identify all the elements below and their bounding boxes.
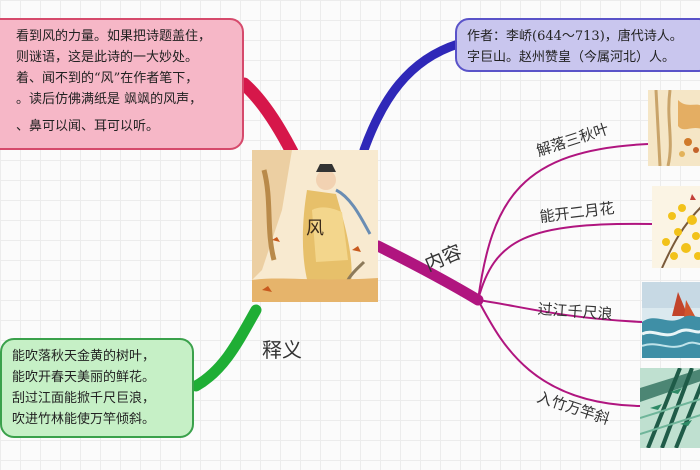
- appreciation-line-5: 、鼻可以闻、耳可以听。: [16, 119, 160, 134]
- content-branch-4: [477, 299, 641, 407]
- poet-painting-icon: [252, 150, 378, 302]
- meaning-line-1: 能吹落秋天金黄的树叶，: [12, 349, 156, 364]
- appreciation-line-3: 着、闻不到的“风”在作者笔下，: [16, 71, 199, 86]
- autumn-leaves-image: [648, 90, 700, 166]
- central-poet-image: [252, 150, 378, 302]
- author-line-2: 字巨山。赵州赞皇（今属河北）人。: [467, 50, 676, 65]
- bamboo-forest-image: [640, 368, 700, 448]
- author-line-1: 作者：李峤(644～713)，唐代诗人。: [467, 29, 683, 44]
- author-box: 作者：李峤(644～713)，唐代诗人。 字巨山。赵州赞皇（今属河北）人。: [455, 18, 700, 72]
- meaning-box: 能吹落秋天金黄的树叶， 能吹开春天美丽的鲜花。 刮过江面能掀千尺巨浪， 吹进竹林…: [0, 338, 194, 438]
- central-title: 风: [306, 218, 324, 239]
- content-branch: [372, 240, 484, 306]
- meaning-line-3: 刮过江面能掀千尺巨浪，: [12, 391, 156, 406]
- appreciation-line-1: 看到风的力量。如果把诗题盖住，: [16, 29, 212, 44]
- autumn-leaves-icon: [648, 90, 700, 166]
- river-waves-icon: [642, 282, 700, 358]
- appreciation-line-2: 则谜语，这是此诗的一大妙处。: [16, 50, 199, 65]
- bamboo-forest-icon: [640, 368, 700, 448]
- meaning-branch-label: 释义: [262, 338, 302, 362]
- meaning-branch: [190, 304, 262, 392]
- spring-flowers-image: [652, 186, 700, 268]
- content-branch-2: [477, 222, 653, 301]
- appreciation-line-4: 。读后仿佛满纸是 飒飒的风声，: [16, 92, 203, 107]
- spring-flowers-icon: [652, 186, 700, 268]
- river-waves-image: [642, 282, 700, 358]
- author-branch: [359, 39, 463, 155]
- appreciation-branch: [237, 77, 299, 159]
- content-branch-1: [477, 143, 649, 301]
- content-sub-branches: [477, 143, 653, 407]
- meaning-line-4: 吹进竹林能使万竿倾斜。: [12, 412, 156, 427]
- appreciation-box: 看到风的力量。如果把诗题盖住， 则谜语，这是此诗的一大妙处。 着、闻不到的“风”…: [0, 18, 244, 150]
- meaning-line-2: 能吹开春天美丽的鲜花。: [12, 370, 156, 385]
- content-branch-3: [477, 299, 643, 323]
